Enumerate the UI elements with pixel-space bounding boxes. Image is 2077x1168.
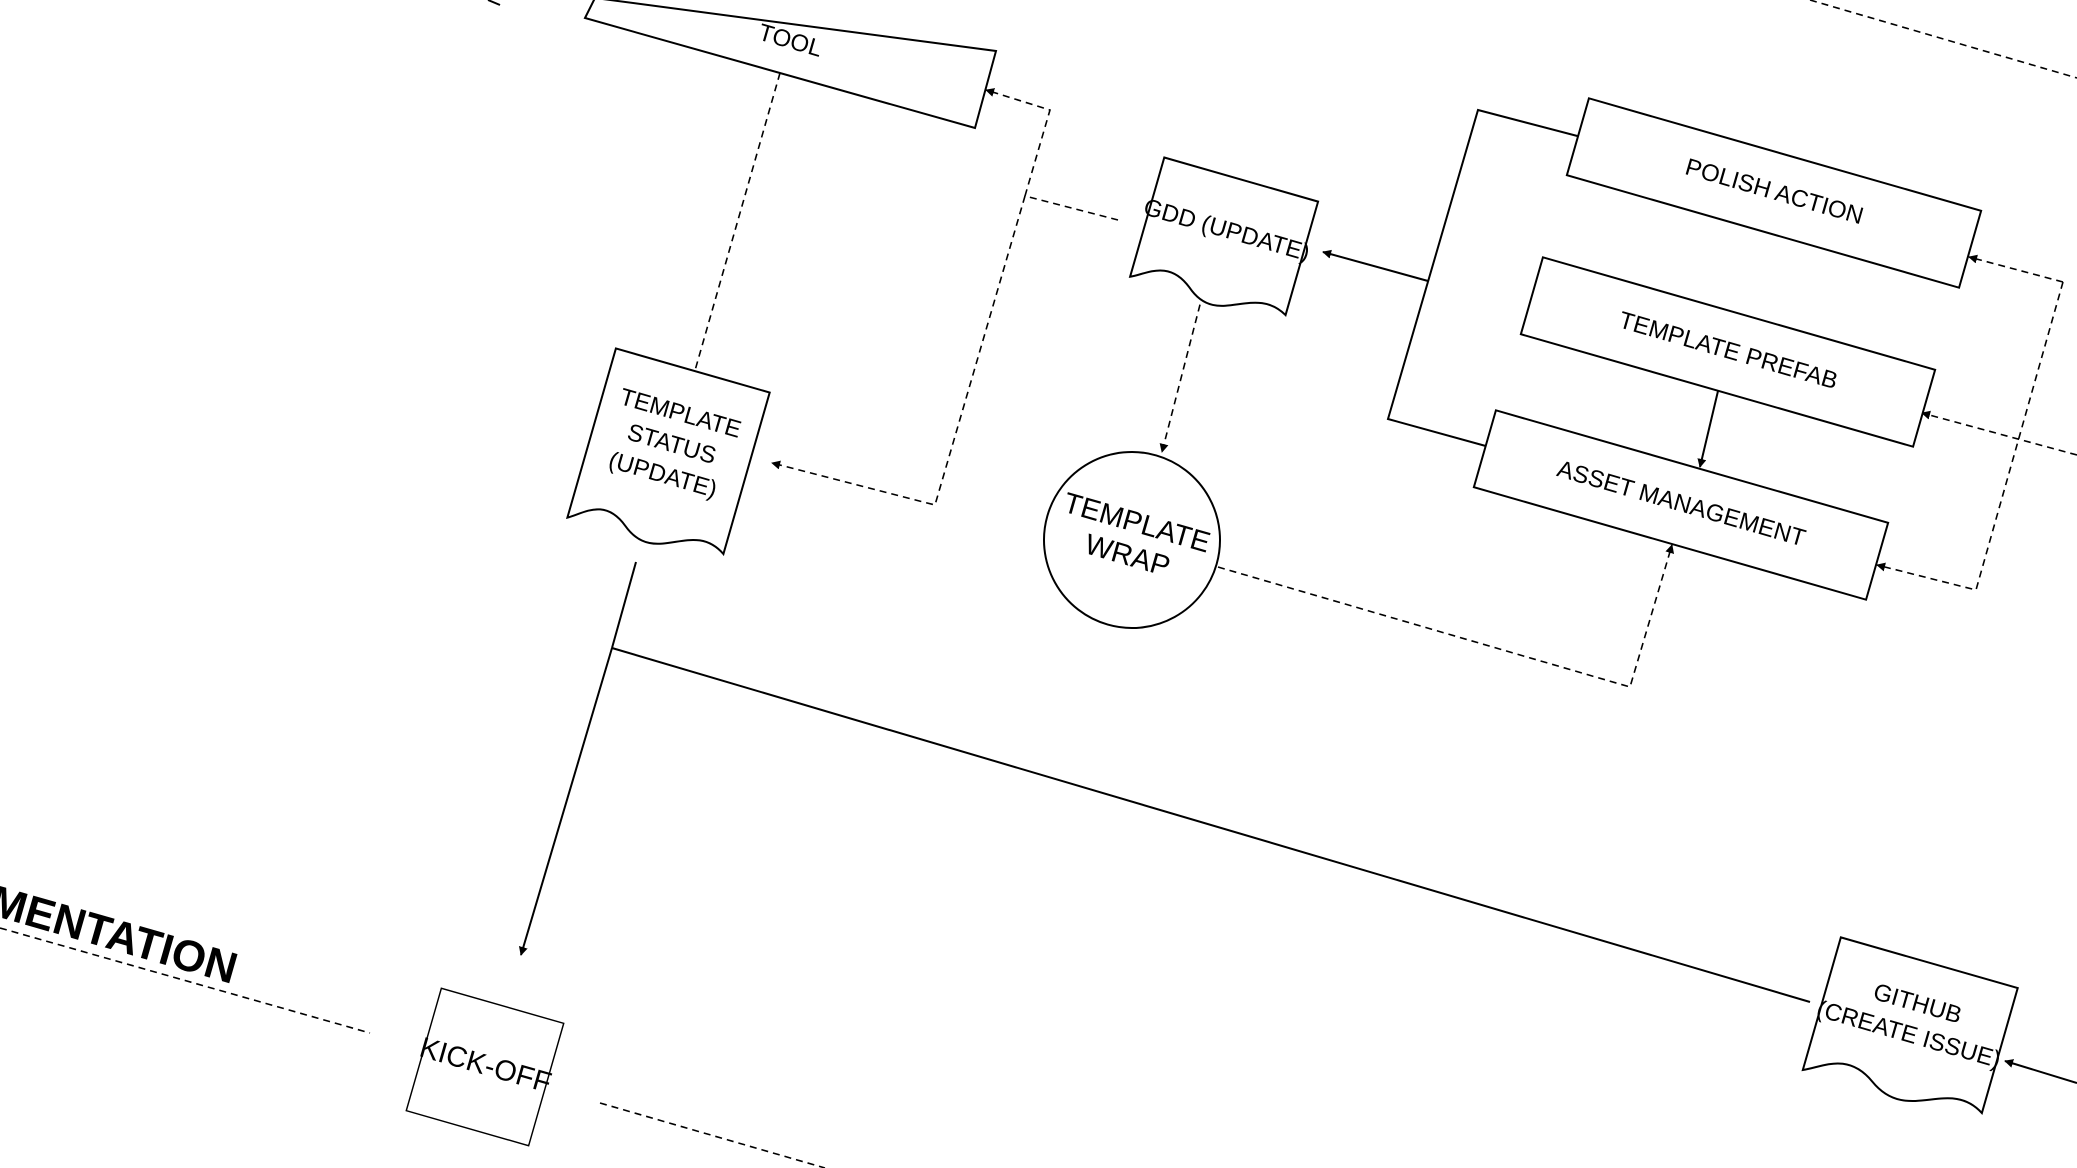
connector-template-status-down <box>611 561 637 649</box>
dashed-boundary-top-right <box>1809 0 2077 79</box>
arrow-right-feed-to-polish <box>1968 254 2064 283</box>
arrow-template-wrap-to-asset-management <box>1217 544 1675 688</box>
node-gdd-update[interactable]: GDD (UPDATE) <box>1123 156 1323 327</box>
arrow-right-feed-to-prefab <box>1921 410 2077 456</box>
node-template-prefab[interactable]: TEMPLATE PREFAB <box>1519 256 1937 448</box>
arrow-right-feed-to-asset-management <box>1876 281 2064 591</box>
node-asset-management[interactable]: ASSET MANAGEMENT <box>1472 409 1890 601</box>
node-tool[interactable]: TOOL <box>583 0 998 130</box>
connector-to-github <box>611 647 1811 1003</box>
arrow-tool-to-template-status <box>687 72 781 389</box>
arrow-gdd-to-tool <box>985 88 1119 221</box>
arrow-prefab-to-asset-management <box>1697 390 1719 468</box>
dashed-boundary-left <box>0 927 371 1034</box>
node-github[interactable]: GITHUB (CREATE ISSUE) <box>1799 936 2020 1123</box>
arrow-group-to-gdd <box>1322 249 1429 282</box>
node-template-status[interactable]: TEMPLATE STATUS (UPDATE) <box>565 347 771 563</box>
arrow-to-kick-off <box>518 647 613 956</box>
connector-fragment-top-left <box>487 0 501 6</box>
arrow-gdd-to-template-status <box>771 195 1026 506</box>
arrow-right-edge-to-github <box>2004 1059 2077 1084</box>
section-heading: MENTATION <box>0 876 243 993</box>
arrow-gdd-to-template-wrap <box>1159 292 1204 453</box>
group-bracket <box>1386 108 1586 449</box>
node-polish-action[interactable]: POLISH ACTION <box>1565 97 1983 289</box>
node-kick-off[interactable]: KICK-OFF <box>328 910 643 1168</box>
dashed-boundary-bottom <box>599 1102 826 1168</box>
node-template-wrap[interactable]: TEMPLATE WRAP <box>1023 431 1241 649</box>
